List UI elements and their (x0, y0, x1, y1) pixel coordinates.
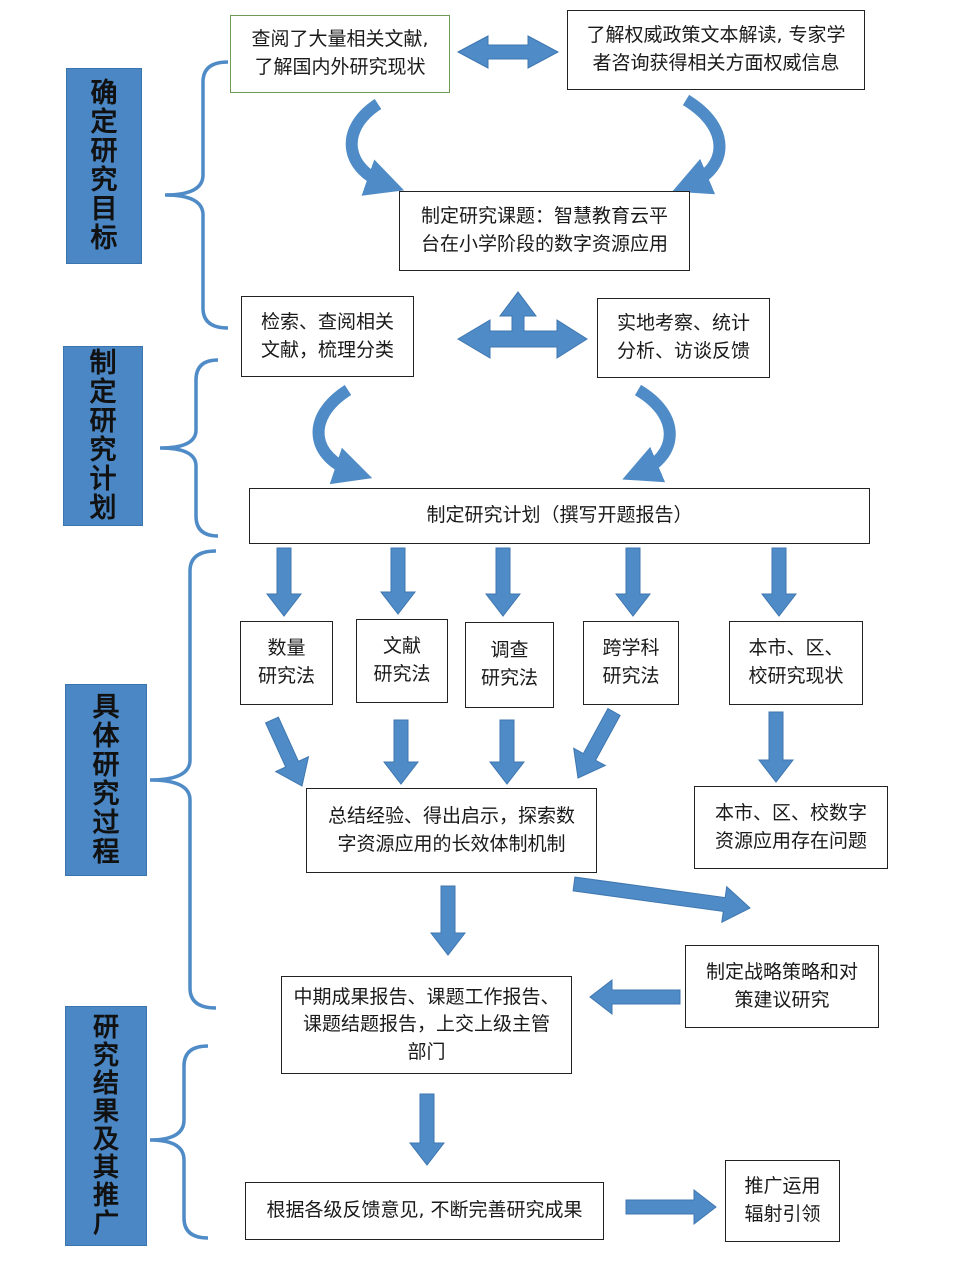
arrow-reports-to-feedback (408, 1093, 446, 1166)
stage-make-plan: 制 定 研 究 计 划 (63, 346, 143, 526)
bracket-stage-4 (149, 1044, 209, 1240)
bracket-stage-3 (149, 549, 217, 1010)
curved-arrow-right-mid (622, 384, 676, 483)
curved-arrow-left-top (345, 98, 405, 196)
box-field-survey: 实地考察、统计 分析、访谈反馈 (597, 298, 770, 378)
arrow-interdisciplinary-to-summary (573, 707, 621, 779)
curved-arrow-left-mid (312, 384, 373, 485)
stage-brackets (149, 60, 229, 1240)
arrow-strategy-to-reports (589, 978, 681, 1016)
curved-arrow-right-top (672, 94, 726, 195)
arrow-summary-to-right (572, 876, 751, 924)
box-investigation-method: 调查 研究法 (465, 622, 554, 708)
stage-results-promotion: 研 究 结 果 及 其 推 广 (65, 1006, 147, 1246)
three-way-arrow (457, 291, 588, 359)
stage-define-objective: 确 定 研 究 目 标 (66, 68, 142, 264)
box-interdisciplinary-method: 跨学科 研究法 (583, 621, 679, 705)
box-summary: 总结经验、得出启示，探索数 字资源应用的长效体制机制 (306, 788, 597, 873)
box-documentary-method: 文献 研究法 (356, 619, 448, 703)
arrow-feedback-to-promotion (625, 1188, 717, 1226)
arrow-down-to-interdisciplinary (614, 547, 652, 617)
arrow-down-to-quantitative (265, 547, 303, 617)
stage-research-process: 具 体 研 究 过 程 (65, 684, 147, 876)
double-arrow-top (456, 35, 560, 69)
arrow-down-to-investigation (484, 547, 522, 617)
box-local-status: 本市、区、 校研究现状 (729, 621, 863, 705)
bracket-stage-1 (164, 60, 229, 330)
box-quantitative-method: 数量 研究法 (240, 621, 333, 705)
box-research-plan: 制定研究计划（撰写开题报告） (249, 488, 870, 544)
arrow-documentary-to-summary (382, 719, 420, 785)
box-promotion: 推广运用 辐射引领 (725, 1160, 840, 1242)
arrow-down-to-documentary (379, 547, 417, 615)
box-policy-consult: 了解权威政策文本解读, 专家学 者咨询获得相关方面权威信息 (567, 10, 865, 90)
arrow-investigation-to-summary (488, 719, 526, 785)
box-feedback: 根据各级反馈意见, 不断完善研究成果 (245, 1182, 604, 1240)
box-literature-review: 查阅了大量相关文献, 了解国内外研究现状 (230, 15, 450, 93)
bracket-stage-2 (159, 358, 219, 538)
arrow-summary-to-reports (429, 885, 467, 956)
box-research-topic: 制定研究课题：智慧教育云平 台在小学阶段的数字资源应用 (399, 191, 690, 271)
box-local-problems: 本市、区、校数字 资源应用存在问题 (694, 786, 888, 869)
box-reports: 中期成果报告、课题工作报告、 课题结题报告，上交上级主管 部门 (281, 976, 572, 1074)
curved-arrows (312, 94, 726, 485)
arrow-down-to-local-status (760, 547, 798, 617)
box-search-classify: 检索、查阅相关 文献，梳理分类 (241, 296, 414, 377)
arrow-quantitative-to-summary (264, 716, 310, 787)
box-strategy: 制定战略策略和对 策建议研究 (685, 945, 879, 1028)
arrow-local-status-to-problems (757, 711, 795, 783)
